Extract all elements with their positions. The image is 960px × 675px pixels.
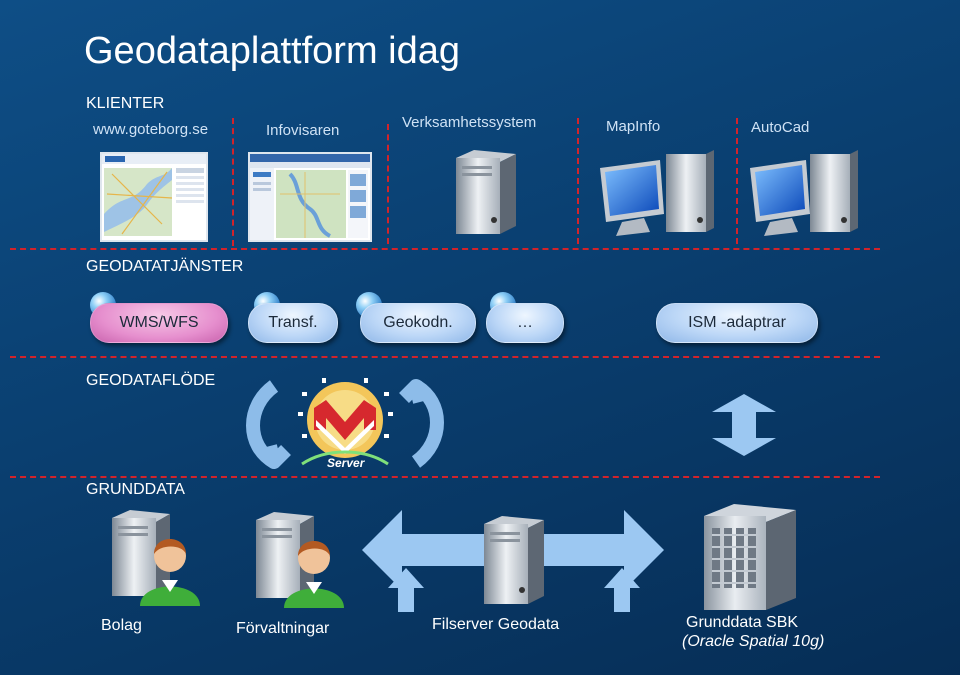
- client-divider: [577, 118, 579, 244]
- server-tower-icon: [456, 150, 516, 234]
- service-pill-ellipsis[interactable]: …: [486, 303, 564, 343]
- client-divider: [736, 118, 738, 244]
- client-label-goteborg: www.goteborg.se: [93, 121, 209, 138]
- label-bolag: Bolag: [101, 617, 142, 634]
- fme-server-logo: [298, 378, 393, 466]
- goteborg-website-thumbnail: [100, 152, 208, 242]
- client-divider: [232, 118, 234, 246]
- arrow-up-icon: [604, 568, 640, 612]
- client-label-mapinfo: MapInfo: [606, 118, 661, 135]
- section-divider: [10, 356, 880, 358]
- section-divider: [10, 248, 880, 250]
- arrow-up-icon: [388, 568, 424, 612]
- service-pill-geokodn[interactable]: Geokodn.: [360, 303, 476, 343]
- section-geodataflode: GEODATAFLÖDE: [86, 372, 216, 389]
- client-label-infovisaren: Infovisaren: [266, 122, 340, 139]
- sync-cycle-arrows-icon: [246, 379, 444, 469]
- website-map-image: [102, 154, 206, 236]
- service-pill-transf[interactable]: Transf.: [248, 303, 338, 343]
- logo-server-text: Server: [327, 456, 365, 470]
- client-label-autocad: AutoCad: [751, 119, 810, 136]
- label-oracle-spatial: (Oracle Spatial 10g): [682, 633, 825, 650]
- service-pill-ism-adaptrar[interactable]: ISM -adaptrar: [656, 303, 818, 343]
- server-with-user-icon: [112, 510, 200, 606]
- desktop-computer-icon: [600, 150, 714, 236]
- label-filserver-geodata: Filserver Geodata: [432, 616, 560, 633]
- database-server-rack-icon: [704, 504, 796, 610]
- service-pill-wms-wfs[interactable]: WMS/WFS: [90, 303, 228, 343]
- infovisaren-map-image: [250, 154, 370, 240]
- section-grunddata: GRUNDDATA: [86, 481, 185, 498]
- section-klienter: KLIENTER: [86, 95, 165, 112]
- section-divider: [10, 476, 880, 478]
- label-forvaltningar: Förvaltningar: [236, 620, 330, 637]
- infovisaren-thumbnail: [248, 152, 372, 242]
- page-title: Geodataplattform idag: [84, 30, 461, 72]
- section-geodatatjanster: GEODATATJÄNSTER: [86, 258, 244, 275]
- file-server-icon: [484, 516, 544, 604]
- client-label-verksamhetssystem: Verksamhetssystem: [402, 114, 537, 131]
- double-arrow-vertical-icon: [712, 394, 776, 456]
- label-grunddata-sbk: Grunddata SBK: [686, 614, 799, 631]
- client-divider: [387, 124, 389, 244]
- desktop-computer-icon: [750, 150, 858, 236]
- server-with-user-icon: [256, 512, 344, 608]
